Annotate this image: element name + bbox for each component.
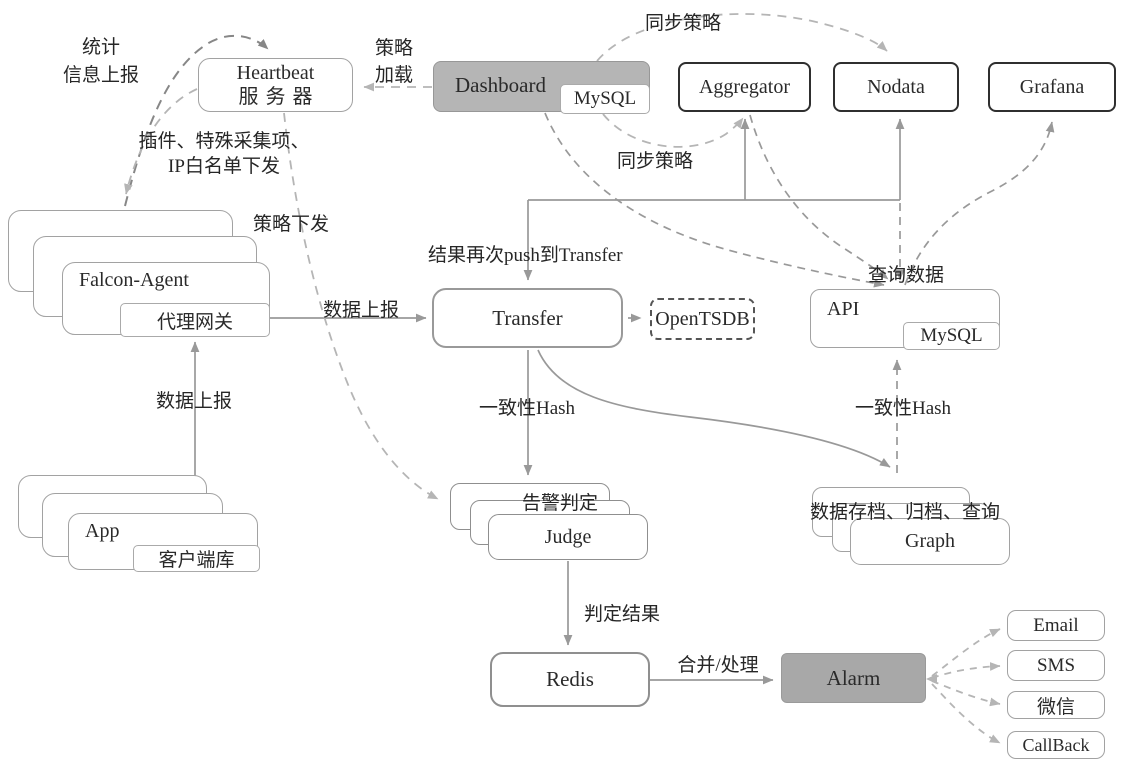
label-stats-report-line2: 信息上报 bbox=[62, 65, 140, 86]
node-nodata: Nodata bbox=[833, 62, 959, 112]
node-opentsdb: OpenTSDB bbox=[650, 298, 755, 340]
wire-dashboard-to-api bbox=[544, 112, 885, 288]
node-judge: Judge bbox=[488, 514, 648, 560]
node-alarm: Alarm bbox=[781, 653, 926, 703]
wire-alarm-to-wechat bbox=[931, 680, 1001, 707]
node-heartbeat: Heartbeat 服务器 bbox=[198, 58, 353, 112]
label-stats-report-line1: 统计 bbox=[81, 37, 121, 58]
wire-alarm-to-callback bbox=[931, 683, 1001, 744]
label-push-to-transfer: 结果再次push到Transfer bbox=[428, 245, 623, 266]
wire-api-to-grafana bbox=[904, 121, 1055, 286]
label-sync-policy-top: 同步策略 bbox=[644, 13, 722, 34]
node-graph: Graph bbox=[850, 518, 1010, 565]
wire-aggregator-to-api bbox=[749, 114, 889, 280]
node-proxy-gateway: 代理网关 bbox=[120, 303, 270, 337]
node-wechat: 微信 bbox=[1007, 691, 1105, 719]
label-policy-load-line2: 加载 bbox=[374, 65, 414, 86]
label-query-data: 查询数据 bbox=[867, 265, 945, 286]
label-plugin-dispatch-line2: IP白名单下发 bbox=[168, 156, 280, 177]
node-email: Email bbox=[1007, 610, 1105, 641]
node-client-lib: 客户端库 bbox=[133, 545, 260, 572]
node-transfer: Transfer bbox=[432, 288, 623, 348]
heartbeat-label: Heartbeat 服务器 bbox=[236, 62, 320, 108]
node-callback: CallBack bbox=[1007, 731, 1105, 759]
wire-agent-stats-to-heartbeat bbox=[124, 34, 269, 207]
label-hash-left: 一致性Hash bbox=[478, 398, 576, 419]
wire-heartbeat-policy-to-judge bbox=[283, 112, 439, 500]
label-merge-process: 合并/处理 bbox=[677, 655, 759, 676]
wire-sync-to-aggregator bbox=[602, 113, 744, 148]
wire-heartbeat-to-agent bbox=[124, 88, 198, 195]
node-grafana: Grafana bbox=[988, 62, 1116, 112]
label-data-report-bottom: 数据上报 bbox=[155, 391, 233, 412]
node-sms: SMS bbox=[1007, 650, 1105, 681]
label-judge-result: 判定结果 bbox=[583, 604, 661, 625]
label-policy-load-line1: 策略 bbox=[374, 38, 414, 59]
judge-back-label: 告警判定 bbox=[521, 493, 599, 514]
label-hash-right: 一致性Hash bbox=[854, 398, 952, 419]
node-dashboard-mysql: MySQL bbox=[560, 84, 650, 114]
node-aggregator: Aggregator bbox=[678, 62, 811, 112]
node-api-mysql: MySQL bbox=[903, 322, 1000, 350]
wire-alarm-back-arrowhead bbox=[926, 674, 937, 684]
label-plugin-dispatch-line1: 插件、特殊采集项、 bbox=[138, 131, 310, 152]
wire-transfer-to-graph bbox=[537, 349, 891, 468]
wire-alarm-to-email bbox=[931, 628, 1001, 677]
label-policy-dispatch: 策略下发 bbox=[252, 214, 330, 235]
graph-caption: 数据存档、归档、查询 bbox=[809, 502, 1001, 523]
label-sync-policy-mid: 同步策略 bbox=[616, 151, 694, 172]
wire-sync-to-nodata bbox=[596, 13, 888, 62]
wire-alarm-to-sms bbox=[931, 662, 1001, 679]
node-redis: Redis bbox=[490, 652, 650, 707]
label-data-report-left: 数据上报 bbox=[322, 300, 400, 321]
